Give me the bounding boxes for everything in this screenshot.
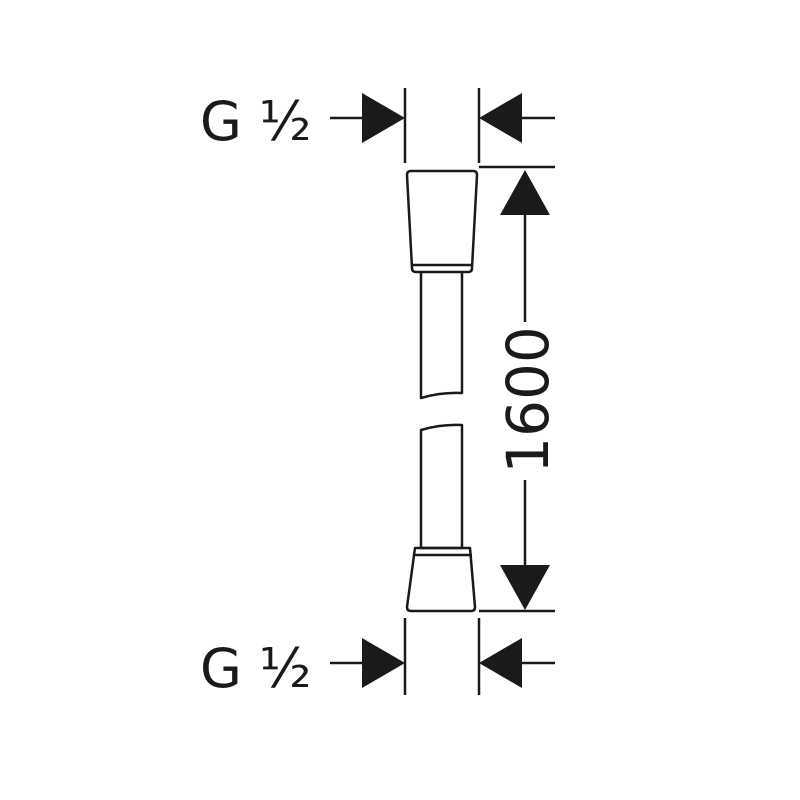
top-connector-nut	[405, 169, 479, 274]
hose-lower-segment	[419, 423, 464, 550]
length-value-label: 1600	[494, 326, 562, 474]
top-left-dimension-arrow	[330, 93, 405, 143]
bottom-thread-label: G ½	[200, 637, 311, 700]
hose-upper-segment	[419, 272, 464, 400]
bottom-connector-nut	[405, 546, 477, 613]
bottom-right-dimension-arrow	[479, 638, 555, 688]
length-dimension-line	[500, 170, 550, 610]
top-right-dimension-arrow	[479, 93, 555, 143]
top-thread-label: G ½	[200, 90, 311, 153]
bottom-left-dimension-arrow	[330, 638, 405, 688]
